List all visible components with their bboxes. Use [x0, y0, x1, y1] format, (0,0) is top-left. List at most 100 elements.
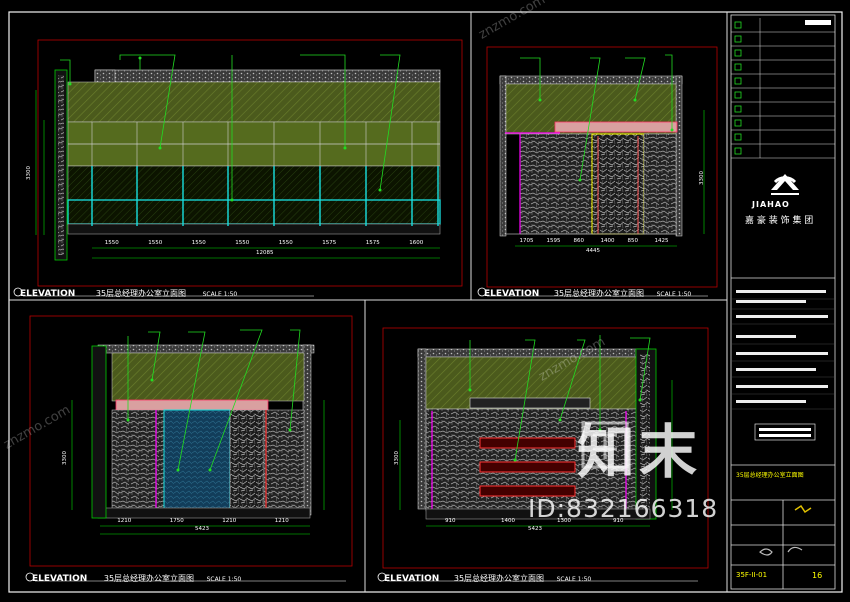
leader-line [289, 329, 301, 431]
dimension-value: 1595 [546, 238, 561, 244]
dimension-value: 910 [445, 518, 456, 524]
leader-line [514, 339, 536, 461]
leader-line [559, 339, 586, 421]
section-marker [377, 572, 387, 582]
dimension-value: 1550 [104, 240, 119, 246]
title-block-text-bar [736, 315, 828, 318]
watermark-id: ID:832166318 [528, 494, 719, 523]
leader-line [379, 54, 401, 191]
elevation-panel-3 [29, 315, 353, 567]
panel-3-name: 35层总经理办公室立面图 [103, 574, 195, 583]
dimension-value: 1600 [409, 240, 424, 246]
dimension-value: 1300 [557, 518, 571, 524]
panel-3-title: ELEVATION 35层总经理办公室立面图 SCALE 1:50 [32, 573, 241, 584]
panel-2-name: 35层总经理办公室立面图 [553, 289, 645, 298]
leader-line [148, 331, 161, 381]
dimension-value: 1575 [365, 240, 380, 246]
dimension-value: 1425 [654, 238, 669, 244]
dimension-value: 1575 [322, 240, 337, 246]
dimension-value: 910 [613, 518, 624, 524]
leader-dot [670, 128, 674, 132]
dimension-total: 5423 [528, 526, 542, 532]
section-marker [25, 572, 35, 582]
revision-marker [734, 77, 742, 85]
elevation-panel-2 [486, 46, 718, 288]
panel-2-title: ELEVATION 35层总经理办公室立面图 SCALE 1:50 [484, 288, 691, 299]
title-block [730, 14, 836, 590]
section-marker [13, 287, 23, 297]
company-name: 嘉 豪 装 饰 集 团 [745, 216, 814, 226]
leader-dot [378, 188, 382, 192]
dimension-value: 1210 [117, 518, 132, 524]
panel-2-label: ELEVATION [484, 289, 540, 299]
dimension-value: 1550 [191, 240, 206, 246]
dimension-value: 1750 [169, 518, 184, 524]
dimension-value: 1550 [235, 240, 250, 246]
panel-4-name: 35层总经理办公室立面图 [453, 574, 545, 583]
revision-marker [734, 63, 742, 71]
watermark-brand: 知末 [577, 418, 702, 486]
revision-header-bar [805, 20, 831, 25]
leader-dot [633, 98, 637, 102]
title-block-text-bar [736, 290, 826, 293]
drawing-title: 35层总经理办公室立面图 [736, 472, 804, 479]
dimension-value: 1550 [148, 240, 163, 246]
leader-line [579, 57, 601, 181]
panel-4-title: ELEVATION 35层总经理办公室立面图 SCALE 1:50 [384, 573, 591, 584]
revision-marker [734, 35, 742, 43]
dimension-total: 4445 [586, 248, 600, 254]
title-block-text-bar [736, 335, 796, 338]
title-block-text-bar [736, 368, 816, 371]
leader-line [300, 54, 346, 148]
panel-4-scale: SCALE 1:50 [556, 576, 592, 583]
leader-dot [176, 468, 180, 472]
leader-line [520, 57, 541, 100]
panel-1-scale: SCALE 1:50 [202, 291, 238, 298]
leader-dot [538, 98, 542, 102]
elevation-panel-1 [35, 39, 463, 287]
leader-line [665, 54, 673, 130]
leader-dot [343, 146, 347, 150]
leader-line [209, 329, 263, 471]
elevation-panel-4 [382, 327, 709, 569]
section-marker [477, 287, 487, 297]
leader-dot [558, 418, 562, 422]
title-block-text-bar [736, 300, 806, 303]
dimension-total: 5423 [195, 526, 209, 532]
dimension-height: 3300 [699, 171, 705, 185]
panel-4-label: ELEVATION [384, 574, 440, 584]
leader-line [177, 331, 206, 471]
dimension-height: 3300 [394, 451, 400, 465]
leader-dot [230, 198, 234, 202]
revision-marker [734, 21, 742, 29]
sheet-number: 16 [812, 571, 823, 580]
leader-line [630, 337, 651, 401]
dimension-value: 1400 [501, 518, 515, 524]
leader-dot [126, 418, 130, 422]
panel-1-name: 35层总经理办公室立面图 [95, 289, 187, 298]
watermark-logo-ghost [581, 421, 629, 469]
leader-dot [578, 178, 582, 182]
dimension-height: 3300 [26, 166, 32, 180]
leader-dot [513, 458, 517, 462]
title-block-text-bar [736, 352, 828, 355]
leader-dot [158, 146, 162, 150]
panel-1-title: ELEVATION 35层总经理办公室立面图 SCALE 1:50 [20, 288, 237, 299]
leader-line [119, 54, 176, 149]
revision-marker [734, 119, 742, 127]
revision-marker [734, 133, 742, 141]
sheet-border [8, 11, 843, 593]
title-block-text-bar [736, 400, 806, 403]
company-logo-text: JIAHAO [752, 200, 790, 209]
leader-dot [138, 56, 142, 60]
dimension-value: 860 [573, 238, 585, 244]
leader-dot [288, 428, 292, 432]
dimension-value: 1400 [600, 238, 615, 244]
dimension-value: 1210 [274, 518, 289, 524]
revision-marker [734, 147, 742, 155]
leader-dot [638, 398, 642, 402]
company-logo [771, 174, 799, 195]
leader-line [625, 57, 646, 101]
